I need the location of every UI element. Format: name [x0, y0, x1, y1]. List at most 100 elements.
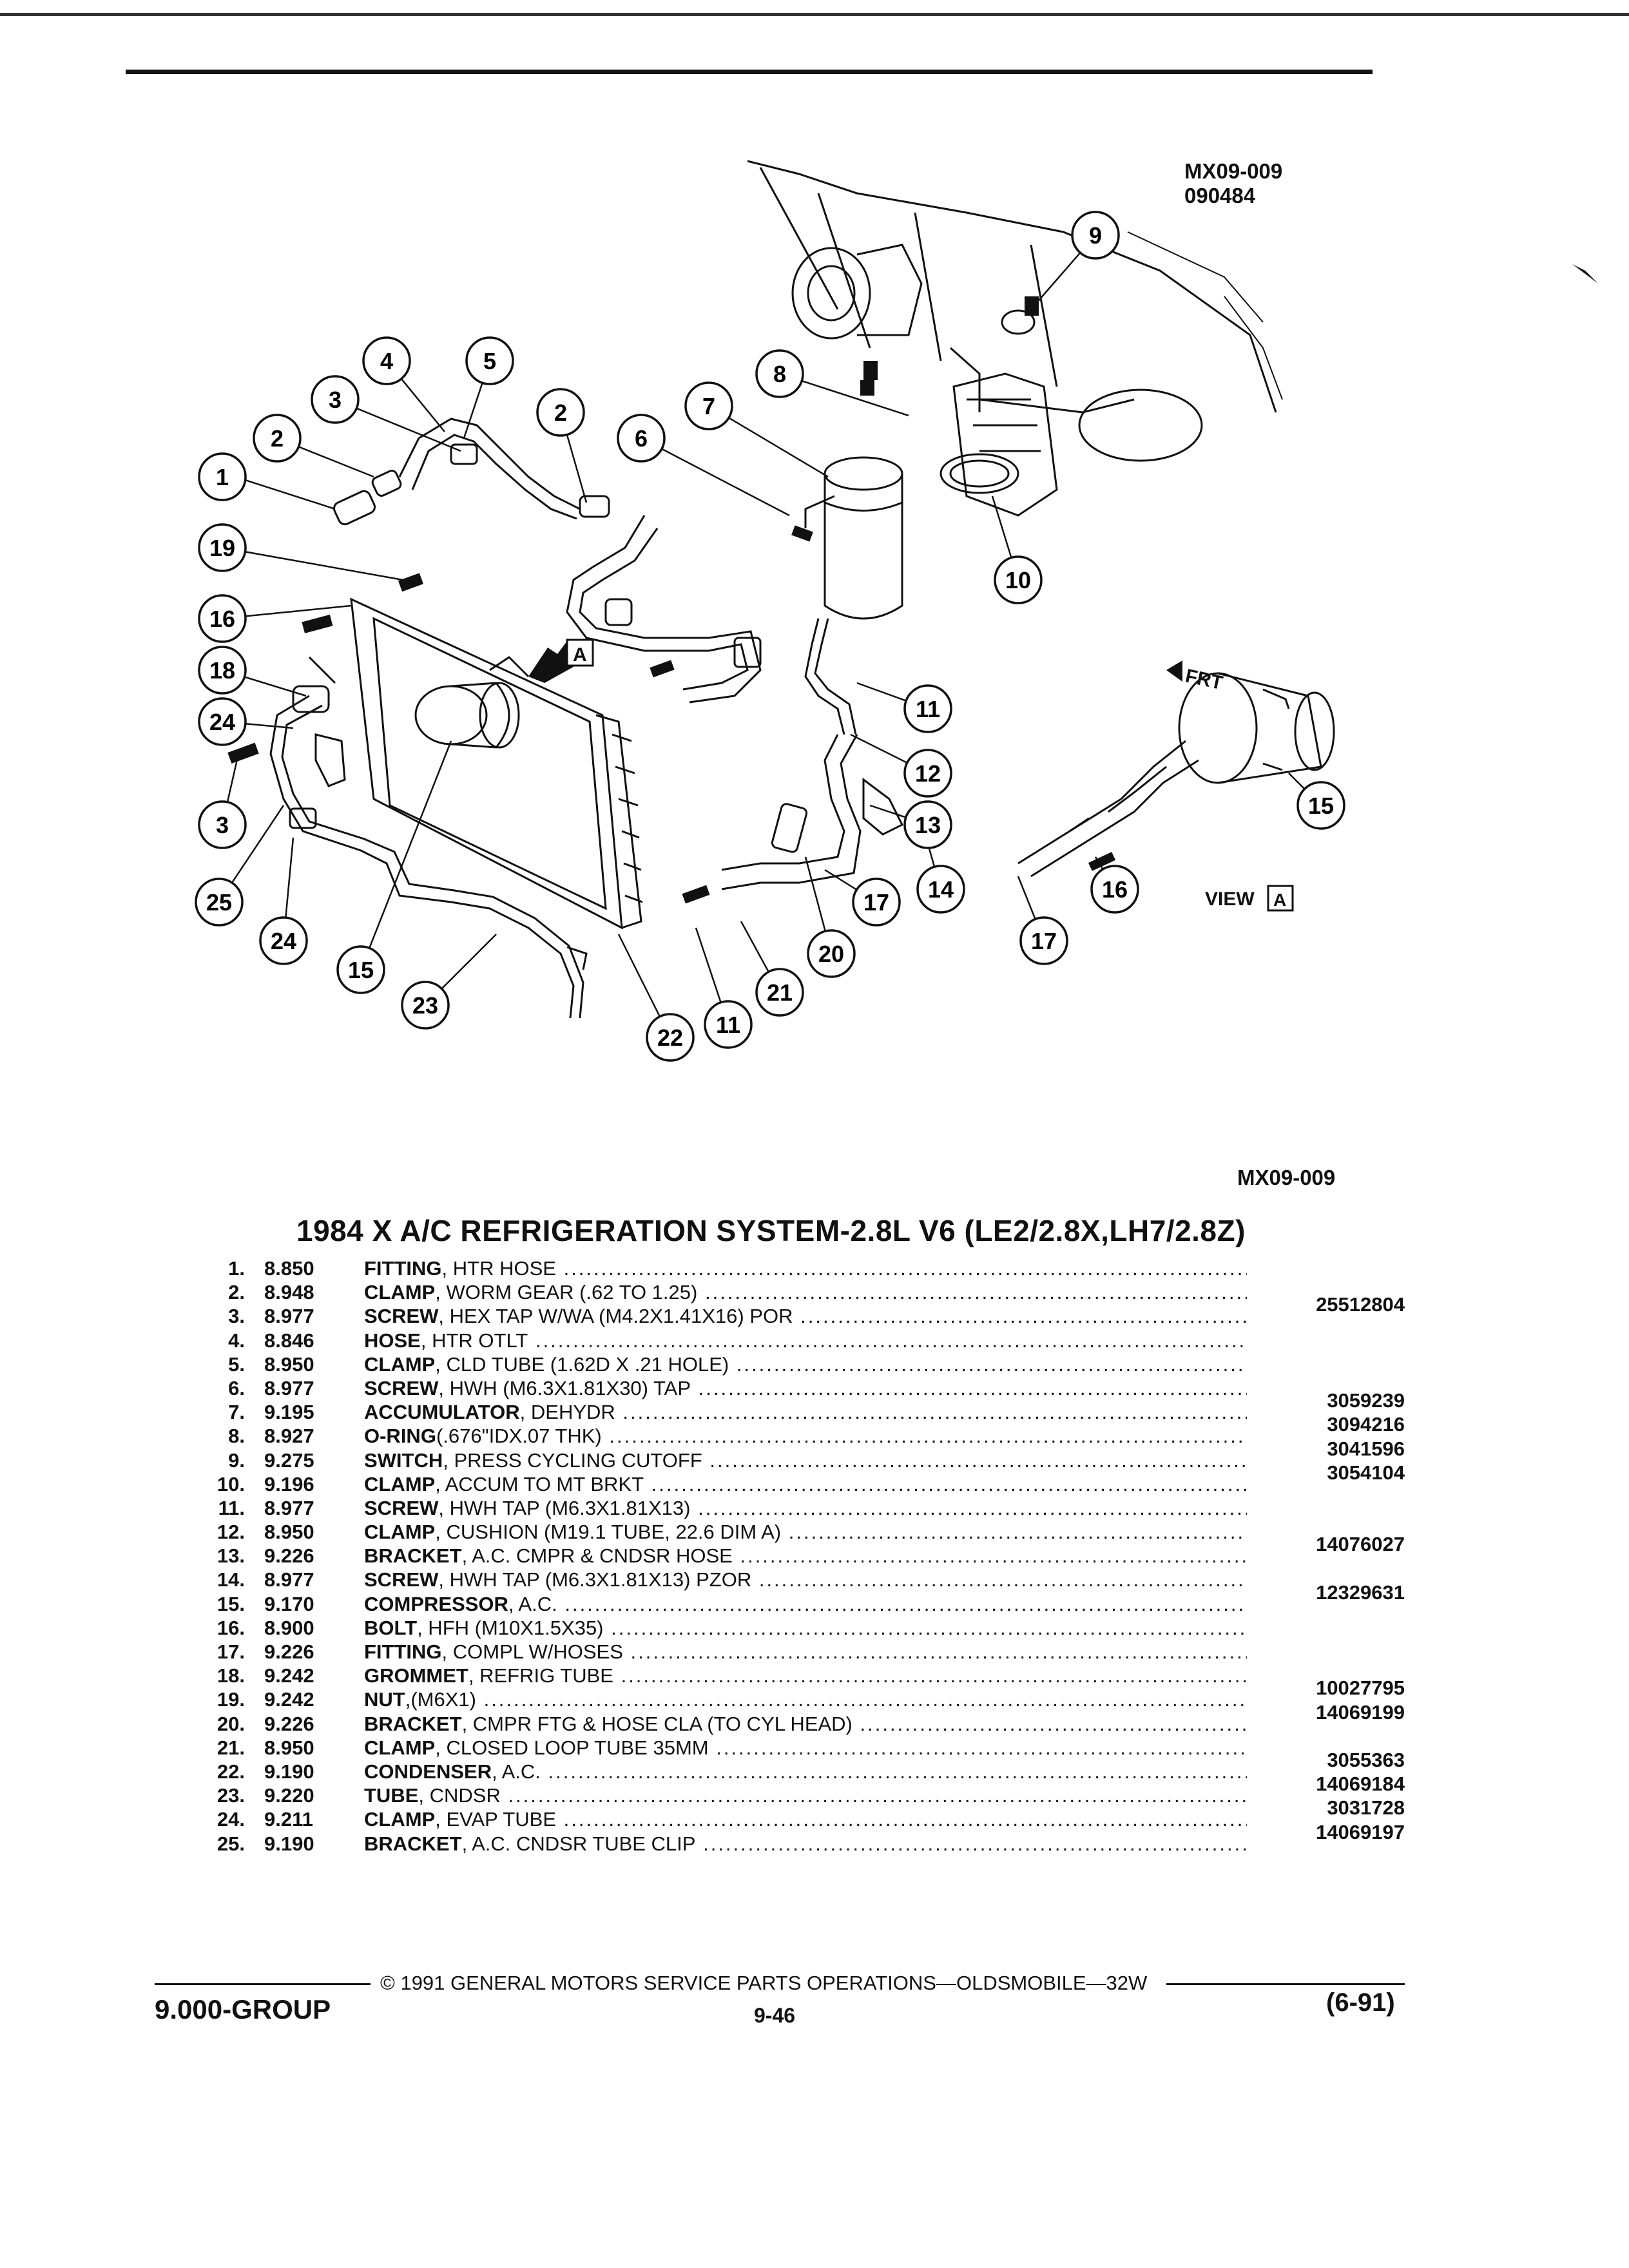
part-index: 22. — [217, 1760, 245, 1783]
part-name: CLAMP — [364, 1352, 436, 1376]
part-group-number: 9.220 — [264, 1784, 314, 1807]
part-group-number: 9.242 — [264, 1664, 314, 1687]
part-index: 20. — [217, 1712, 245, 1735]
callout-number: 1 — [216, 464, 229, 490]
part-index: 21. — [217, 1736, 245, 1759]
part-detail: , HTR HOSE — [441, 1257, 556, 1280]
part-detail: , DEHYDR — [519, 1401, 615, 1424]
callout-circle: 9 — [1071, 211, 1120, 260]
callout-number: 11 — [916, 696, 940, 722]
callout-circle: 18 — [198, 646, 247, 695]
callout-number: 24 — [209, 709, 235, 735]
part-detail: (.676"IDX.07 THK) — [436, 1425, 602, 1448]
callout-number: 4 — [380, 348, 393, 374]
callout-number: 22 — [657, 1024, 683, 1051]
callout-number: 7 — [702, 393, 715, 419]
leader-dots: ........................................… — [704, 1281, 1247, 1304]
part-detail: ,(M6X1) — [405, 1688, 476, 1711]
part-name: BRACKET — [364, 1712, 462, 1735]
callout-circle: 2 — [536, 388, 585, 437]
part-name: CONDENSER — [364, 1760, 492, 1783]
leader-dots: ........................................… — [483, 1688, 1247, 1711]
footer-revision-date: (6-91) — [1326, 1988, 1395, 2017]
drawing-date: 090484 — [1184, 184, 1256, 207]
callout-circle: 13 — [903, 800, 952, 849]
part-index: 11. — [218, 1496, 245, 1519]
part-detail: , A.C. — [492, 1760, 541, 1783]
callout-number: 15 — [348, 957, 374, 983]
part-description: CLAMP, EVAP TUBE .......................… — [364, 1807, 1247, 1831]
callout-circle: 21 — [755, 968, 804, 1017]
callout-number: 6 — [635, 425, 648, 452]
part-index: 23. — [217, 1784, 245, 1807]
part-name: O-RING — [364, 1425, 436, 1448]
part-description: SCREW, HEX TAP W/WA (M4.2X1.41X16) POR .… — [364, 1304, 1247, 1328]
leader-dots: ........................................… — [740, 1544, 1247, 1568]
part-name: FITTING — [364, 1640, 442, 1663]
part-name: ACCUMULATOR — [364, 1401, 520, 1424]
part-number: 14076027 — [1316, 1533, 1405, 1556]
part-name: SCREW — [364, 1496, 439, 1519]
part-group-number: 9.226 — [264, 1640, 314, 1663]
leader-dots: ........................................… — [563, 1257, 1247, 1280]
part-index: 2. — [228, 1281, 245, 1304]
part-name: BRACKET — [364, 1832, 462, 1855]
view-a-compressor-illustration — [1017, 672, 1335, 878]
drawing-id-top: MX09-009 — [1184, 159, 1283, 183]
part-index: 17. — [217, 1640, 245, 1663]
condenser-illustration — [350, 597, 643, 930]
part-description: CLAMP, WORM GEAR (.62 TO 1.25) .........… — [364, 1280, 1247, 1304]
part-group-number: 8.927 — [264, 1425, 314, 1448]
part-group-number: 8.977 — [264, 1568, 314, 1591]
part-description: CLAMP, CLD TUBE (1.62D X .21 HOLE) .....… — [364, 1352, 1247, 1376]
callout-circle: 24 — [198, 697, 247, 746]
part-number: 10027795 — [1316, 1677, 1405, 1700]
part-detail: , A.C. — [508, 1592, 557, 1615]
exploded-parts-diagram: A FRT VIEW A 123452678910191618243252415… — [195, 160, 1598, 1062]
part-group-number: 8.948 — [264, 1281, 314, 1304]
callout-circle: 23 — [401, 981, 450, 1030]
callout-number: 16 — [209, 606, 235, 632]
leader-dots: ........................................… — [860, 1712, 1248, 1735]
part-number: 14069184 — [1316, 1773, 1405, 1796]
part-description: O-RING(.676"IDX.07 THK) ................… — [364, 1424, 1247, 1448]
part-group-number: 8.900 — [264, 1616, 314, 1639]
part-detail: , CMPR FTG & HOSE CLA (TO CYL HEAD) — [461, 1712, 853, 1735]
part-name: COMPRESSOR — [364, 1592, 508, 1615]
view-a-letter: A — [573, 644, 587, 666]
callout-number: 17 — [1031, 928, 1057, 954]
callout-circle: 20 — [807, 929, 856, 978]
callout-circle: 15 — [1296, 781, 1345, 830]
callout-number: 5 — [483, 348, 496, 374]
part-index: 10. — [217, 1472, 245, 1495]
callout-number: 16 — [1102, 876, 1128, 903]
part-description: CLAMP, CLOSED LOOP TUBE 35MM ...........… — [364, 1736, 1247, 1760]
part-description: ACCUMULATOR, DEHYDR ....................… — [364, 1400, 1247, 1424]
callout-number: 19 — [209, 535, 235, 561]
callout-number: 11 — [716, 1012, 740, 1038]
part-group-number: 9.242 — [264, 1688, 314, 1711]
part-group-number: 9.196 — [264, 1472, 314, 1495]
part-group-number: 9.195 — [264, 1401, 314, 1424]
part-detail: , CLD TUBE (1.62D X .21 HOLE) — [435, 1352, 729, 1376]
accumulator-illustration — [804, 453, 1019, 620]
fasteners — [227, 296, 1116, 904]
part-number: 25512804 — [1316, 1293, 1405, 1316]
callout-number: 23 — [412, 992, 438, 1019]
callout-number: 3 — [329, 387, 342, 413]
callout-number: 13 — [915, 812, 941, 838]
part-row: 2. 8.948 CLAMP, WORM GEAR (.62 TO 1.25) ..… — [193, 1280, 1418, 1304]
part-index: 3. — [228, 1305, 245, 1328]
part-group-number: 9.190 — [264, 1760, 314, 1783]
part-description: BRACKET, CMPR FTG & HOSE CLA (TO CYL HEA… — [364, 1712, 1247, 1736]
part-group-number: 8.950 — [264, 1736, 314, 1759]
callout-number: 15 — [1308, 793, 1334, 819]
footer-copyright: © 1991 GENERAL MOTORS SERVICE PARTS OPER… — [380, 1972, 1148, 1994]
leader-dots: ........................................… — [621, 1664, 1247, 1687]
